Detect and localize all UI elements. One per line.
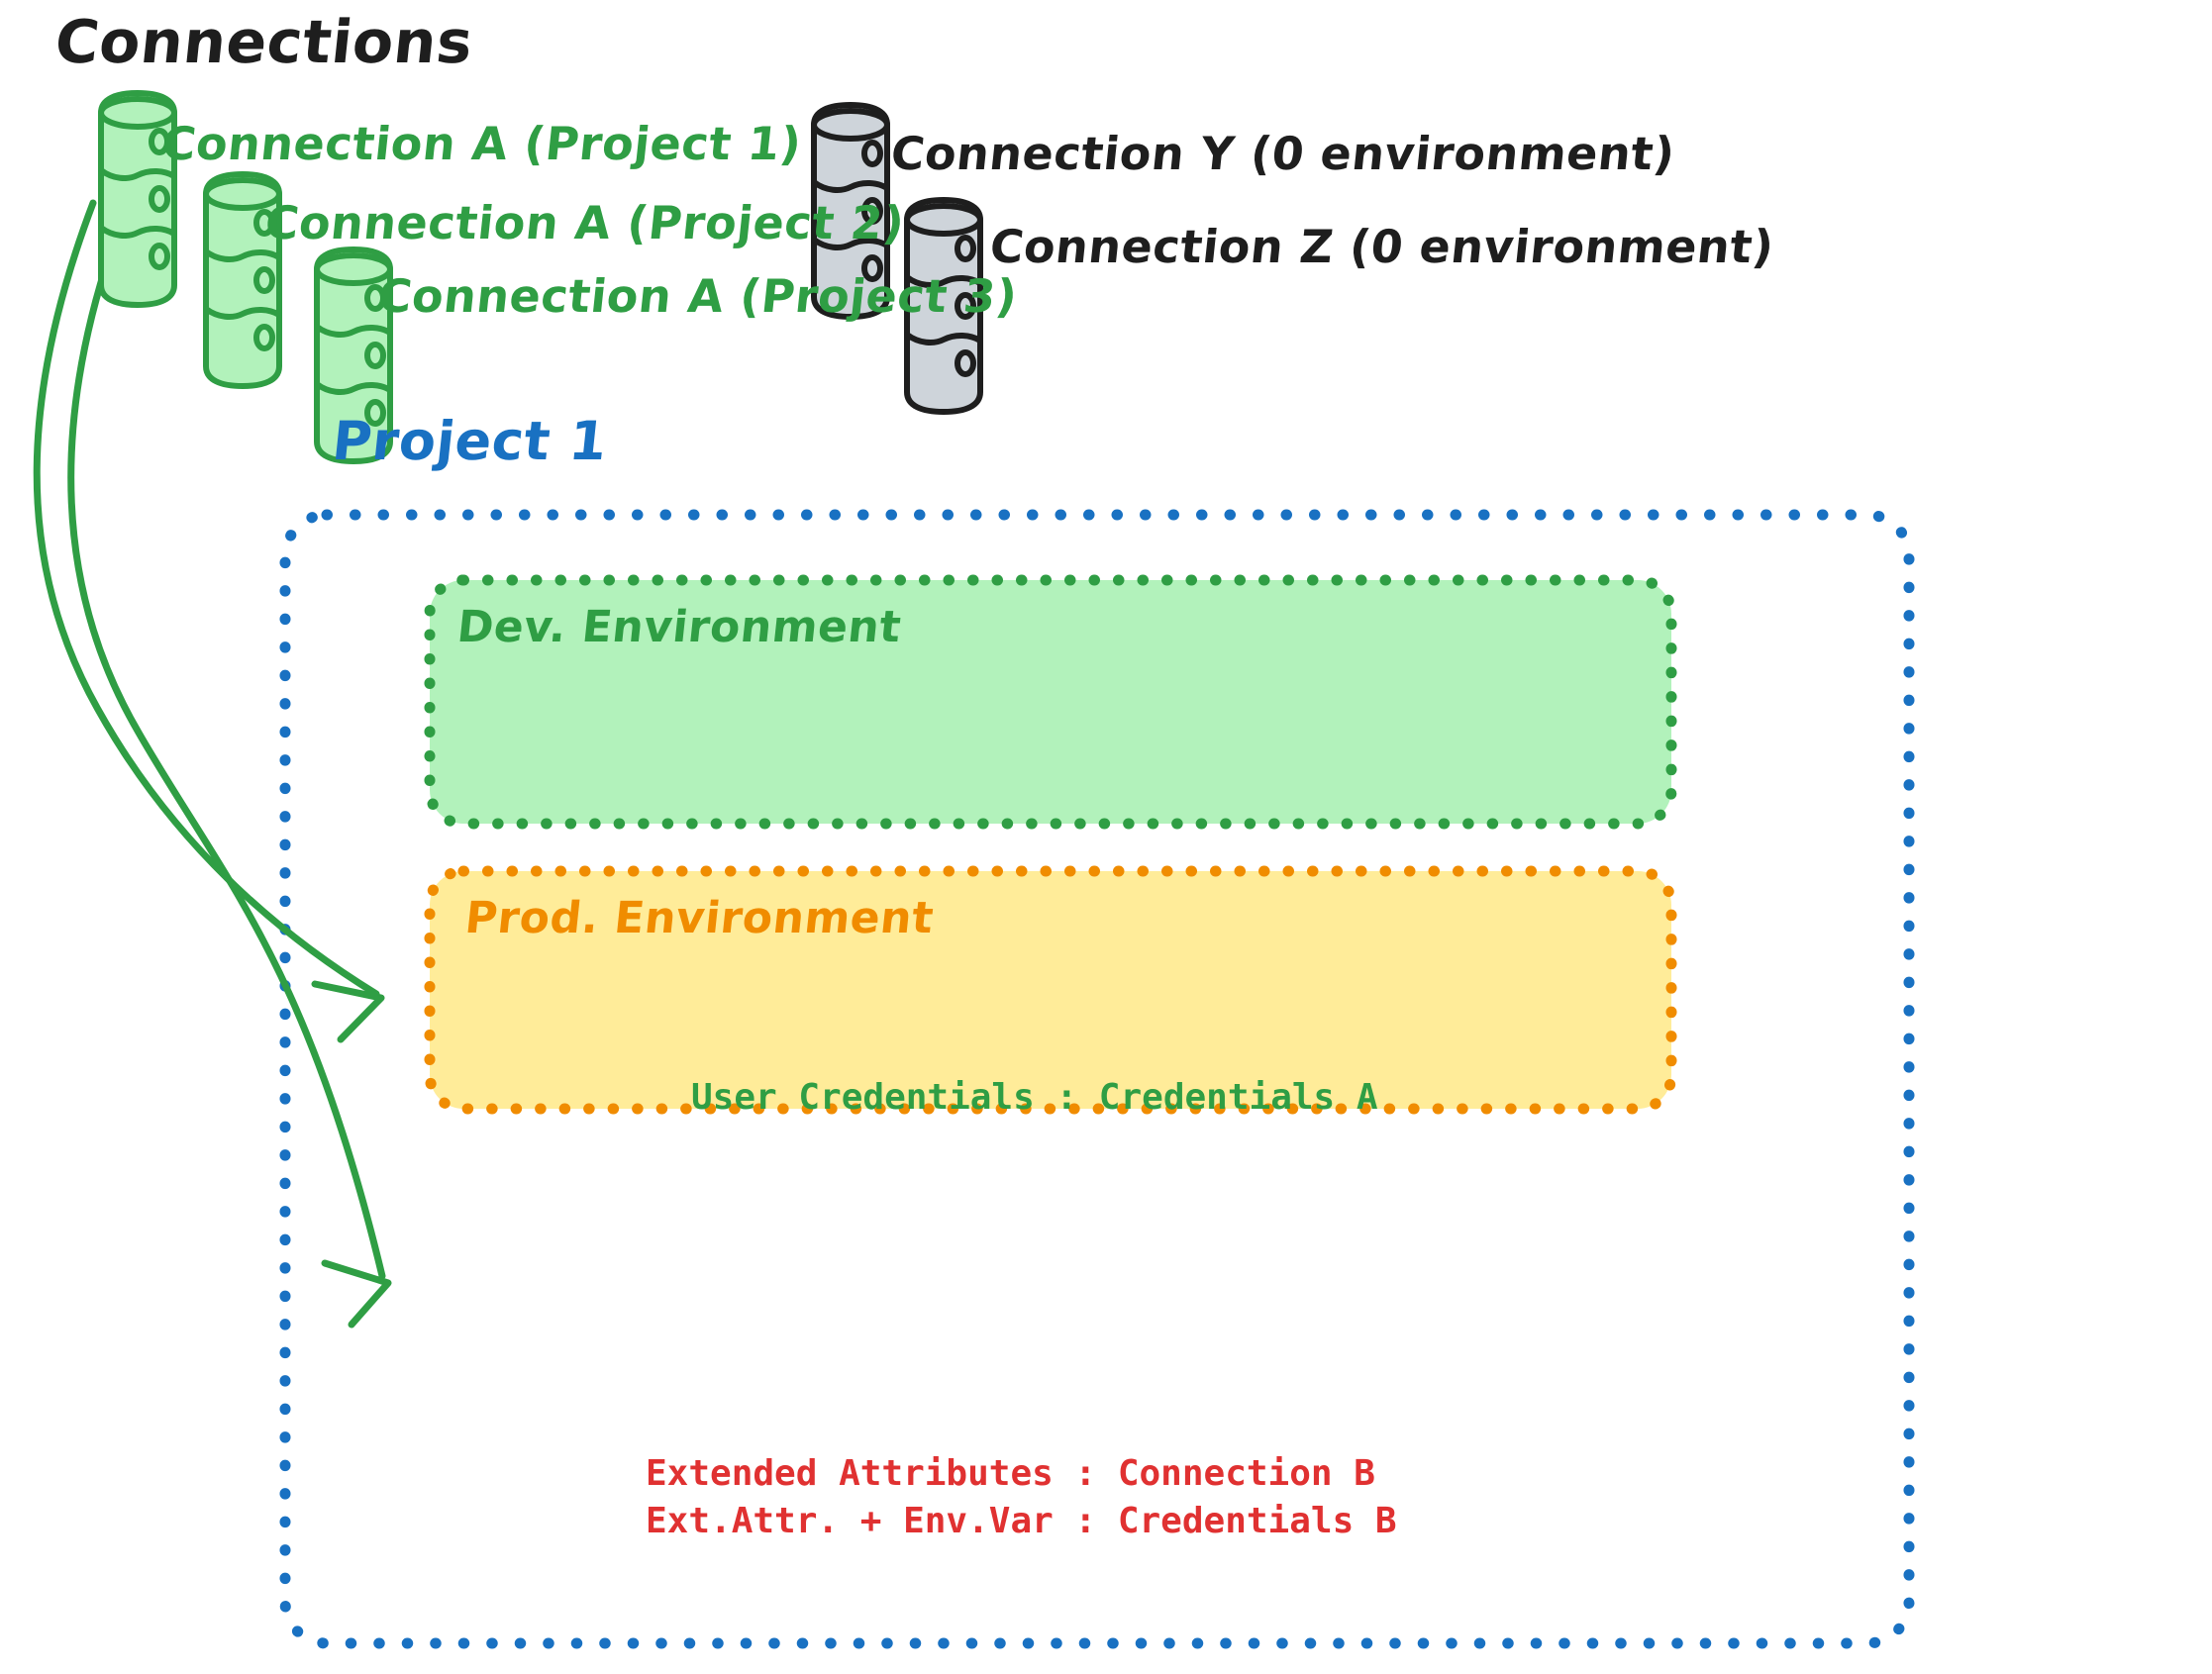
database-icon-connection-a-project-1 <box>98 90 177 308</box>
database-icon-connection-a-project-3 <box>314 246 393 464</box>
prod-environment-box <box>424 865 1677 1115</box>
connection-label-conn-a-project-3: Connection A (Project 3) <box>375 269 1021 323</box>
prod-environment-env-var-line: Ext.Attr. + Env.Var : Credentials B <box>646 1501 1397 1541</box>
page-title: Connections <box>51 8 477 77</box>
connection-label-conn-y: Connection Y (0 environment) <box>888 127 1678 180</box>
connection-label-conn-a-project-2: Connection A (Project 2) <box>262 196 908 249</box>
connection-label-conn-z: Connection Z (0 environment) <box>987 220 1777 273</box>
dev-environment-box <box>424 574 1677 830</box>
dev-environment-title: Dev. Environment <box>454 602 904 652</box>
database-icon-connection-y <box>811 102 890 320</box>
arrow-to-prod-environment <box>67 224 392 1329</box>
connection-label-conn-a-project-1: Connection A (Project 1) <box>159 117 805 170</box>
project-title: Project 1 <box>329 410 611 472</box>
database-icon-connection-z <box>904 197 983 415</box>
database-icon-connection-a-project-2 <box>203 171 282 389</box>
arrow-to-dev-environment <box>33 199 385 1043</box>
prod-environment-extended-attributes-line: Extended Attributes : Connection B <box>646 1453 1375 1494</box>
prod-environment-title: Prod. Environment <box>462 893 937 943</box>
dev-environment-credentials-line: User Credentials : Credentials A <box>691 1077 1378 1118</box>
